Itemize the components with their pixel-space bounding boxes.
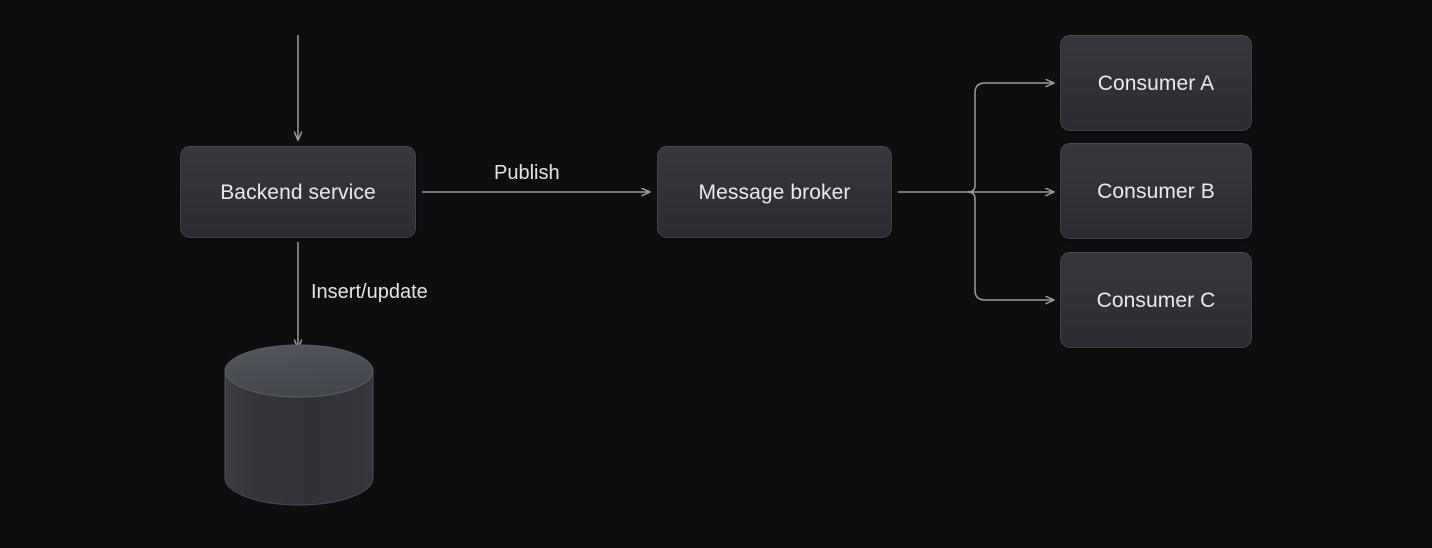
node-consumer-a-label: Consumer A (1097, 71, 1215, 95)
node-message-broker-label: Message broker (698, 180, 851, 204)
node-database-cylinder[interactable] (219, 344, 379, 514)
node-message-broker[interactable]: Message broker (657, 146, 892, 238)
node-consumer-c[interactable]: Consumer C (1060, 252, 1252, 348)
node-backend-service-label: Backend service (220, 180, 376, 204)
node-consumer-b-label: Consumer B (1097, 179, 1215, 203)
node-consumer-c-label: Consumer C (1096, 288, 1216, 312)
edge-fanout-consumer-c (967, 191, 1054, 300)
node-backend-service[interactable]: Backend service (180, 146, 416, 238)
edge-label-insert-update: Insert/update (311, 281, 428, 303)
node-consumer-a[interactable]: Consumer A (1060, 35, 1252, 131)
edge-label-publish: Publish (494, 162, 560, 184)
edge-fanout-consumer-a (967, 83, 1054, 193)
node-consumer-b[interactable]: Consumer B (1060, 143, 1252, 239)
